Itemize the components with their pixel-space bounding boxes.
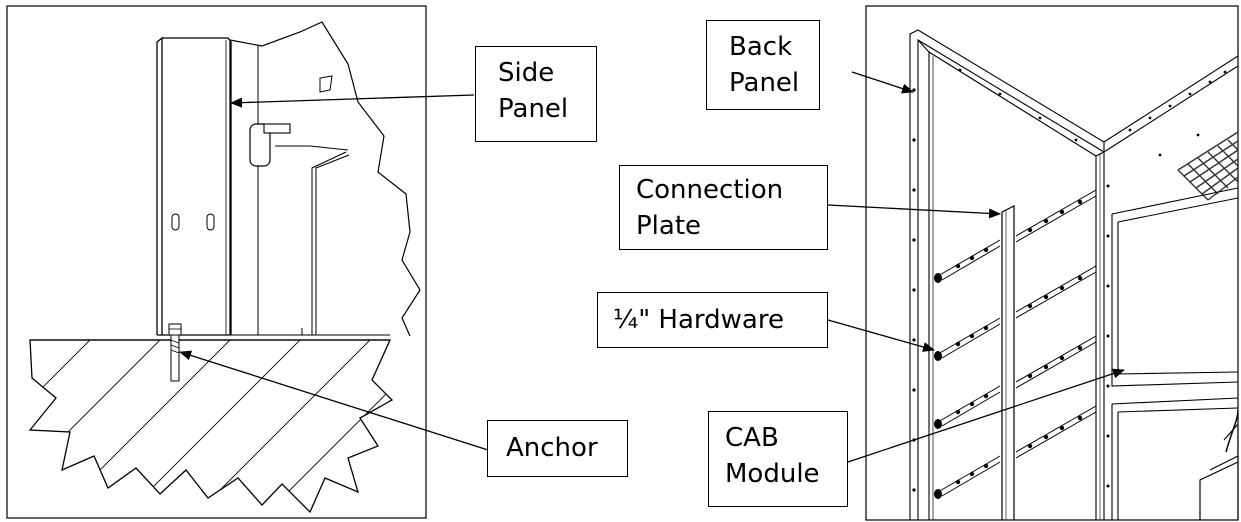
callout-text: Panel: [729, 68, 800, 98]
hardware-row: [937, 335, 1097, 427]
connection-plate-callout: Connection Plate: [619, 165, 828, 250]
connection-plate-leader-arrow: [827, 204, 1001, 219]
callout-text: CAB: [725, 423, 779, 453]
callout-text: Connection: [636, 175, 784, 205]
right-detail-figure: [827, 5, 1239, 521]
right-frame: [865, 5, 1239, 521]
connection-plate: [1001, 205, 1015, 520]
hardware-row: [937, 265, 1097, 359]
callout-text: Back: [729, 32, 793, 62]
cab-module-top: [1095, 55, 1238, 201]
anchor-bolt: [168, 323, 182, 382]
cabinet-ledge: [275, 145, 349, 151]
cabinet-breakaway-outline: [229, 21, 421, 337]
cabinet-inner-box: [311, 151, 350, 335]
cab-module-leader-arrow: [847, 368, 1125, 463]
hardware-callout: ¼" Hardware: [597, 292, 828, 348]
callout-text: Anchor: [506, 433, 598, 463]
side-panel-callout: Side Panel: [475, 46, 597, 142]
cab-module: [1095, 152, 1238, 520]
side-panel: [156, 36, 232, 336]
top-grille: [1177, 131, 1238, 201]
back-panel-leader-arrow: [851, 71, 914, 94]
anchor-callout: Anchor: [487, 420, 628, 477]
cab-module-callout: CAB Module: [708, 411, 848, 507]
latch: [249, 123, 291, 167]
hardware-leader-arrow: [827, 319, 935, 352]
quarter-inch-hardware: [934, 189, 1097, 499]
left-detail-figure: [6, 5, 489, 519]
side-panel-leader-arrow: [230, 94, 475, 108]
callout-text: Side: [498, 58, 555, 88]
corner-fold: [319, 75, 333, 93]
callout-text: Plate: [636, 211, 702, 241]
anchor-leader-arrow: [179, 350, 489, 451]
callout-text: Module: [725, 459, 820, 489]
callout-text: ¼" Hardware: [613, 305, 784, 335]
panel-slot: [171, 213, 180, 231]
callout-text: Panel: [498, 94, 569, 124]
back-panel-callout: Back Panel: [706, 20, 820, 110]
hardware-row: [937, 405, 1097, 497]
panel-slot: [206, 213, 215, 231]
